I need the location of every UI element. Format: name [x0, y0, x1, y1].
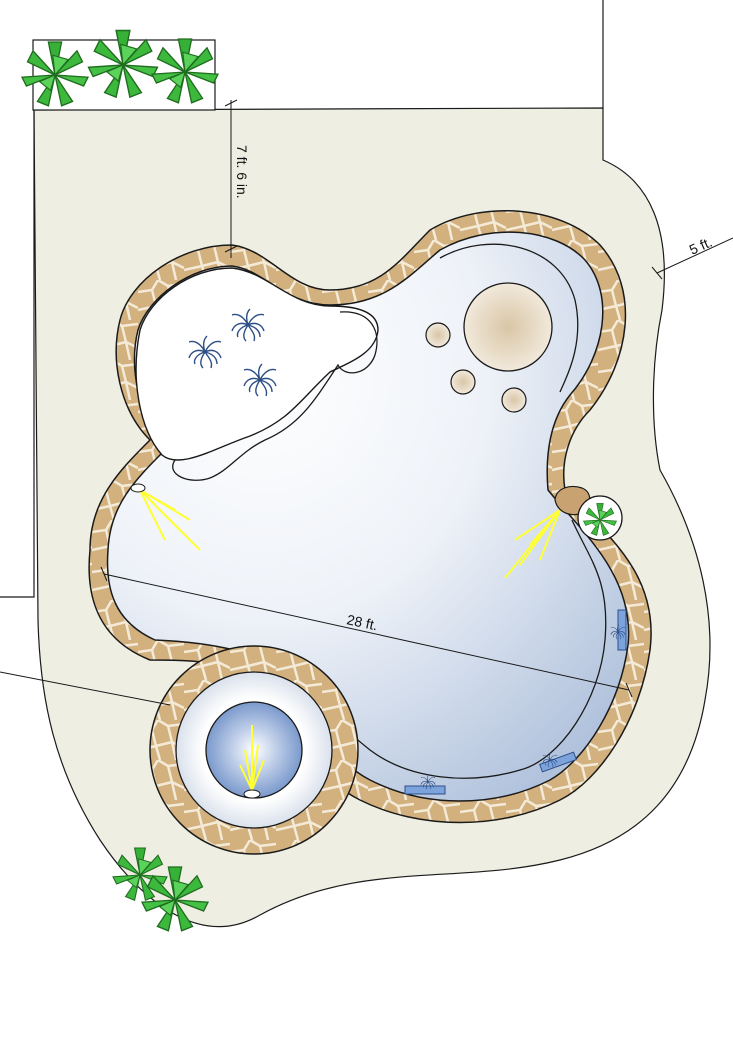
spotlight-icon: [243, 789, 261, 799]
pool-light-fixture: [130, 483, 146, 493]
jet-icon: [539, 751, 577, 773]
stepping-stone-icon: [463, 282, 553, 372]
dimension-pool-length-line: [100, 566, 633, 698]
sun-shelf: [135, 267, 379, 461]
spa-leader-line: [0, 671, 171, 706]
dimension-deck-width-line: [651, 237, 733, 280]
stepping-stone-icon: [425, 322, 451, 348]
deep-end-wall: [324, 519, 607, 779]
property-line: [0, 110, 35, 598]
jet-icon: [404, 774, 446, 795]
spa-light-icon: [239, 725, 265, 791]
dimension-pool-length-label: 28 ft.: [345, 611, 379, 633]
sun-shelf-bench: [172, 311, 378, 481]
dimension-setback-line: [224, 99, 238, 258]
stepping-stone-icon: [501, 387, 527, 413]
spotlight-icon: [139, 489, 201, 551]
jet-icon: [610, 609, 627, 651]
stepping-stone-icon: [450, 369, 476, 395]
spotlight-icon: [504, 509, 561, 579]
dimension-setback-label: 7 ft. 6 in.: [234, 145, 250, 199]
dimension-deck-width-label: 5 ft.: [687, 234, 715, 258]
pool-step-arc: [439, 243, 579, 393]
